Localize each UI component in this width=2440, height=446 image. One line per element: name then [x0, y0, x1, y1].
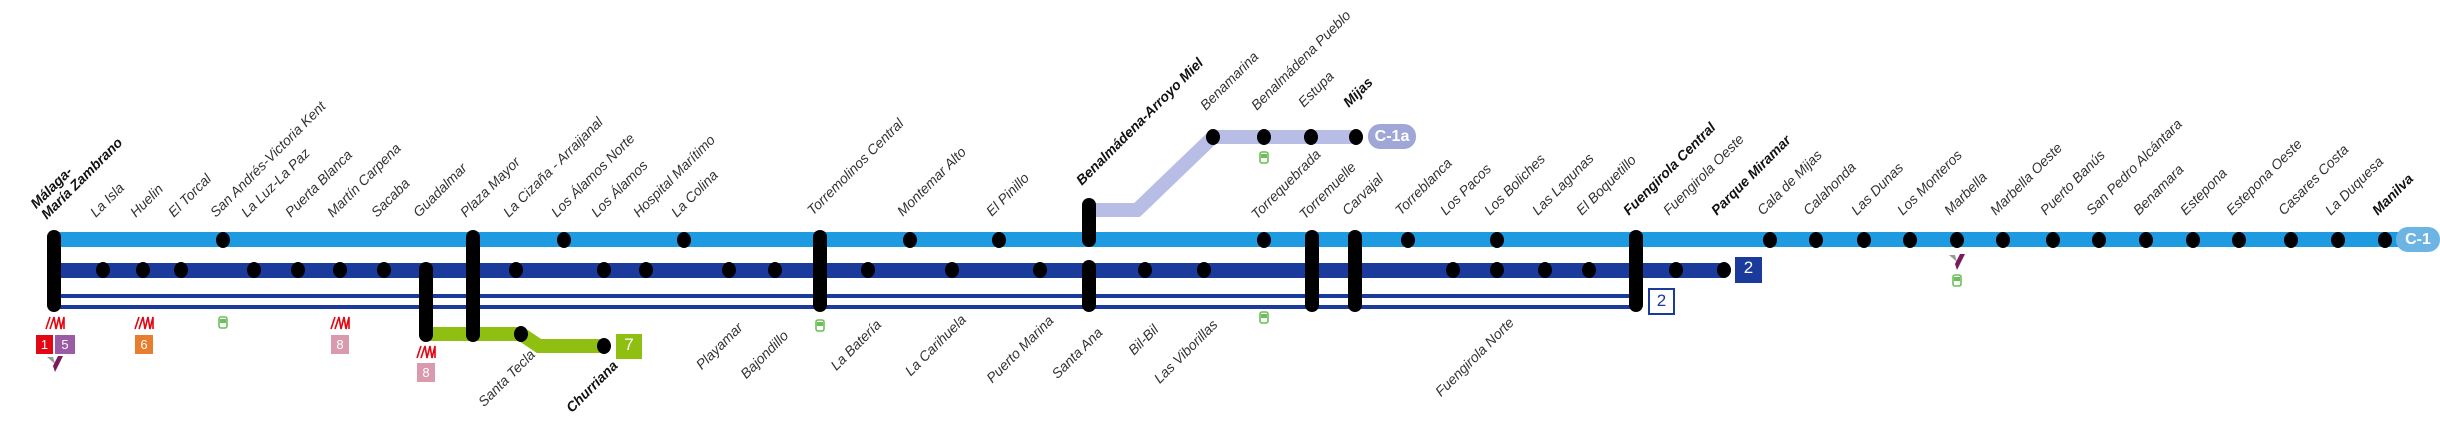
station-dot	[1206, 129, 1220, 145]
station-dot	[945, 262, 959, 278]
station-dot	[136, 262, 150, 278]
bus-icon	[218, 316, 228, 329]
station-dot	[1996, 232, 2010, 248]
station-dot	[509, 262, 523, 278]
station-dot	[1304, 129, 1318, 145]
line-2-planned-track-a	[54, 294, 1636, 298]
station-dot	[333, 262, 347, 278]
line-7-badge: 7	[616, 334, 642, 359]
interchange-bar	[1348, 230, 1362, 312]
station-dot	[2331, 232, 2345, 248]
cercanias-icon	[330, 316, 350, 330]
station-dot	[96, 262, 110, 278]
station-dot	[1903, 232, 1917, 248]
interchange-bar	[813, 230, 827, 312]
station-dot	[2139, 232, 2153, 248]
station-dot	[1950, 232, 1964, 248]
station-dot	[1763, 232, 1777, 248]
cercanias-icon	[416, 345, 436, 359]
station-dot	[1138, 262, 1152, 278]
station-dot	[216, 232, 230, 248]
station-dot	[2378, 232, 2392, 248]
station-dot	[1857, 232, 1871, 248]
station-dot	[1197, 262, 1211, 278]
line-2-badge: 2	[1735, 257, 1762, 283]
station-dot	[1257, 232, 1271, 248]
station-dot	[1669, 262, 1683, 278]
station-dot	[768, 262, 782, 278]
station-dot	[2092, 232, 2106, 248]
station-dot	[377, 262, 391, 278]
station-dot	[992, 232, 1006, 248]
ave-icon-grey	[1949, 255, 1957, 262]
ave-icon	[1955, 254, 1965, 270]
metro-1-badge: 1	[36, 335, 53, 354]
station-dot	[1490, 232, 1504, 248]
line-2-planned-badge: 2	[1648, 288, 1675, 315]
station-dot	[557, 232, 571, 248]
station-dot	[1033, 262, 1047, 278]
metro-6-badge: 6	[135, 335, 153, 354]
station-dot	[1538, 262, 1552, 278]
station-dot	[597, 262, 611, 278]
bus-icon	[1259, 311, 1269, 324]
station-dot	[1717, 262, 1731, 278]
ave-icon-grey	[47, 357, 55, 364]
station-dot	[1582, 262, 1596, 278]
cercanias-icon	[45, 316, 65, 330]
interchange-bar	[419, 262, 433, 342]
bus-icon	[1952, 274, 1962, 287]
interchange-bar	[47, 230, 61, 312]
interchange-bar	[1082, 198, 1096, 247]
station-dot	[639, 262, 653, 278]
station-dot	[1257, 129, 1271, 145]
station-dot	[903, 232, 917, 248]
line-c1-pill: C-1	[2396, 227, 2440, 252]
interchange-bar	[1305, 230, 1319, 312]
interchange-bar	[1629, 230, 1643, 312]
metro-8-badge: 8	[417, 363, 435, 382]
station-dot	[2046, 232, 2060, 248]
bus-icon	[1259, 151, 1269, 164]
station-dot	[677, 232, 691, 248]
station-dot	[247, 262, 261, 278]
line-2-planned-track-b	[54, 305, 1636, 309]
station-dot	[2284, 232, 2298, 248]
station-dot	[861, 262, 875, 278]
station-dot	[597, 338, 611, 354]
metro-5-badge: 5	[55, 335, 75, 354]
station-dot	[1401, 232, 1415, 248]
station-dot	[514, 326, 528, 342]
station-dot	[1809, 232, 1823, 248]
station-dot	[2232, 232, 2246, 248]
ave-icon	[53, 356, 63, 372]
line-c1a-pill: C-1a	[1368, 124, 1416, 149]
cercanias-icon	[134, 316, 154, 330]
line-c1a	[1089, 130, 1356, 217]
station-dot	[291, 262, 305, 278]
station-dot	[1446, 262, 1460, 278]
station-dot	[174, 262, 188, 278]
station-dot	[722, 262, 736, 278]
station-dot	[2186, 232, 2200, 248]
station-dot	[1490, 262, 1504, 278]
interchange-bar	[466, 230, 480, 342]
interchange-bar	[1082, 260, 1096, 312]
station-dot	[1349, 129, 1363, 145]
bus-icon	[815, 319, 825, 332]
metro-8-badge: 8	[331, 335, 349, 354]
